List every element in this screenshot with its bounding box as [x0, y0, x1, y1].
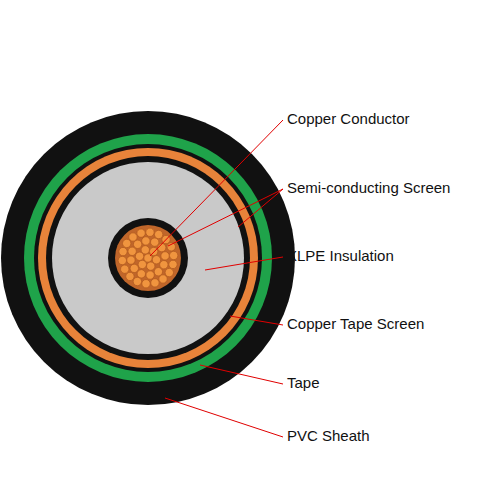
conductor-strand [121, 265, 129, 273]
conductor-strand [119, 247, 127, 255]
part-label: Tape [287, 374, 320, 392]
leader-line [168, 189, 283, 246]
part-label: XLPE Insulation [287, 247, 394, 265]
xlpe-insulation [52, 162, 244, 354]
conductor-strand [142, 237, 150, 245]
conductor-strand [118, 256, 126, 264]
conductor-strand [142, 280, 150, 288]
conductor-strand [128, 247, 136, 255]
conductor-strand [127, 256, 135, 264]
leader-line [230, 316, 283, 325]
leader-line [165, 398, 283, 437]
conductor-strand [133, 277, 141, 285]
conductor-strand [126, 272, 134, 280]
conductor-strand [169, 260, 177, 268]
part-label: Copper Tape Screen [287, 315, 424, 333]
conductor-strand [154, 268, 162, 276]
conductor-strand [146, 228, 154, 236]
conductor-strand [159, 275, 167, 283]
leader-line [205, 257, 283, 270]
part-label: PVC Sheath [287, 427, 370, 445]
conductor-strand [133, 240, 141, 248]
conductor-strand [169, 251, 177, 259]
conductor-strand [151, 279, 159, 287]
copper-tape-screen [38, 148, 258, 368]
bedding-layer [34, 144, 262, 372]
conductor-strand [154, 230, 162, 238]
conductor-strand [165, 268, 173, 276]
part-label: Copper Conductor [287, 110, 410, 128]
leader-lines [150, 120, 283, 437]
conductor-strand [160, 261, 168, 269]
conductor-strand [137, 229, 145, 237]
tape-layer [24, 134, 272, 382]
conductor-strand [161, 252, 169, 260]
leader-line [150, 120, 283, 256]
conductor-strand [137, 270, 145, 278]
part-label: Semi-conducting Screen [287, 179, 450, 197]
conductor-strand [146, 271, 154, 279]
conductor-strand [123, 239, 131, 247]
outer-semicon-screen [46, 156, 250, 360]
conductor-strand [151, 238, 159, 246]
leader-line [200, 365, 283, 384]
conductor-strand [138, 260, 146, 268]
conductor-strand [141, 246, 149, 254]
conductor-strand [129, 233, 137, 241]
pvc-sheath [1, 111, 295, 405]
conductor-strand [130, 264, 138, 272]
conductor-strand [147, 262, 155, 270]
leader-line [238, 189, 283, 227]
